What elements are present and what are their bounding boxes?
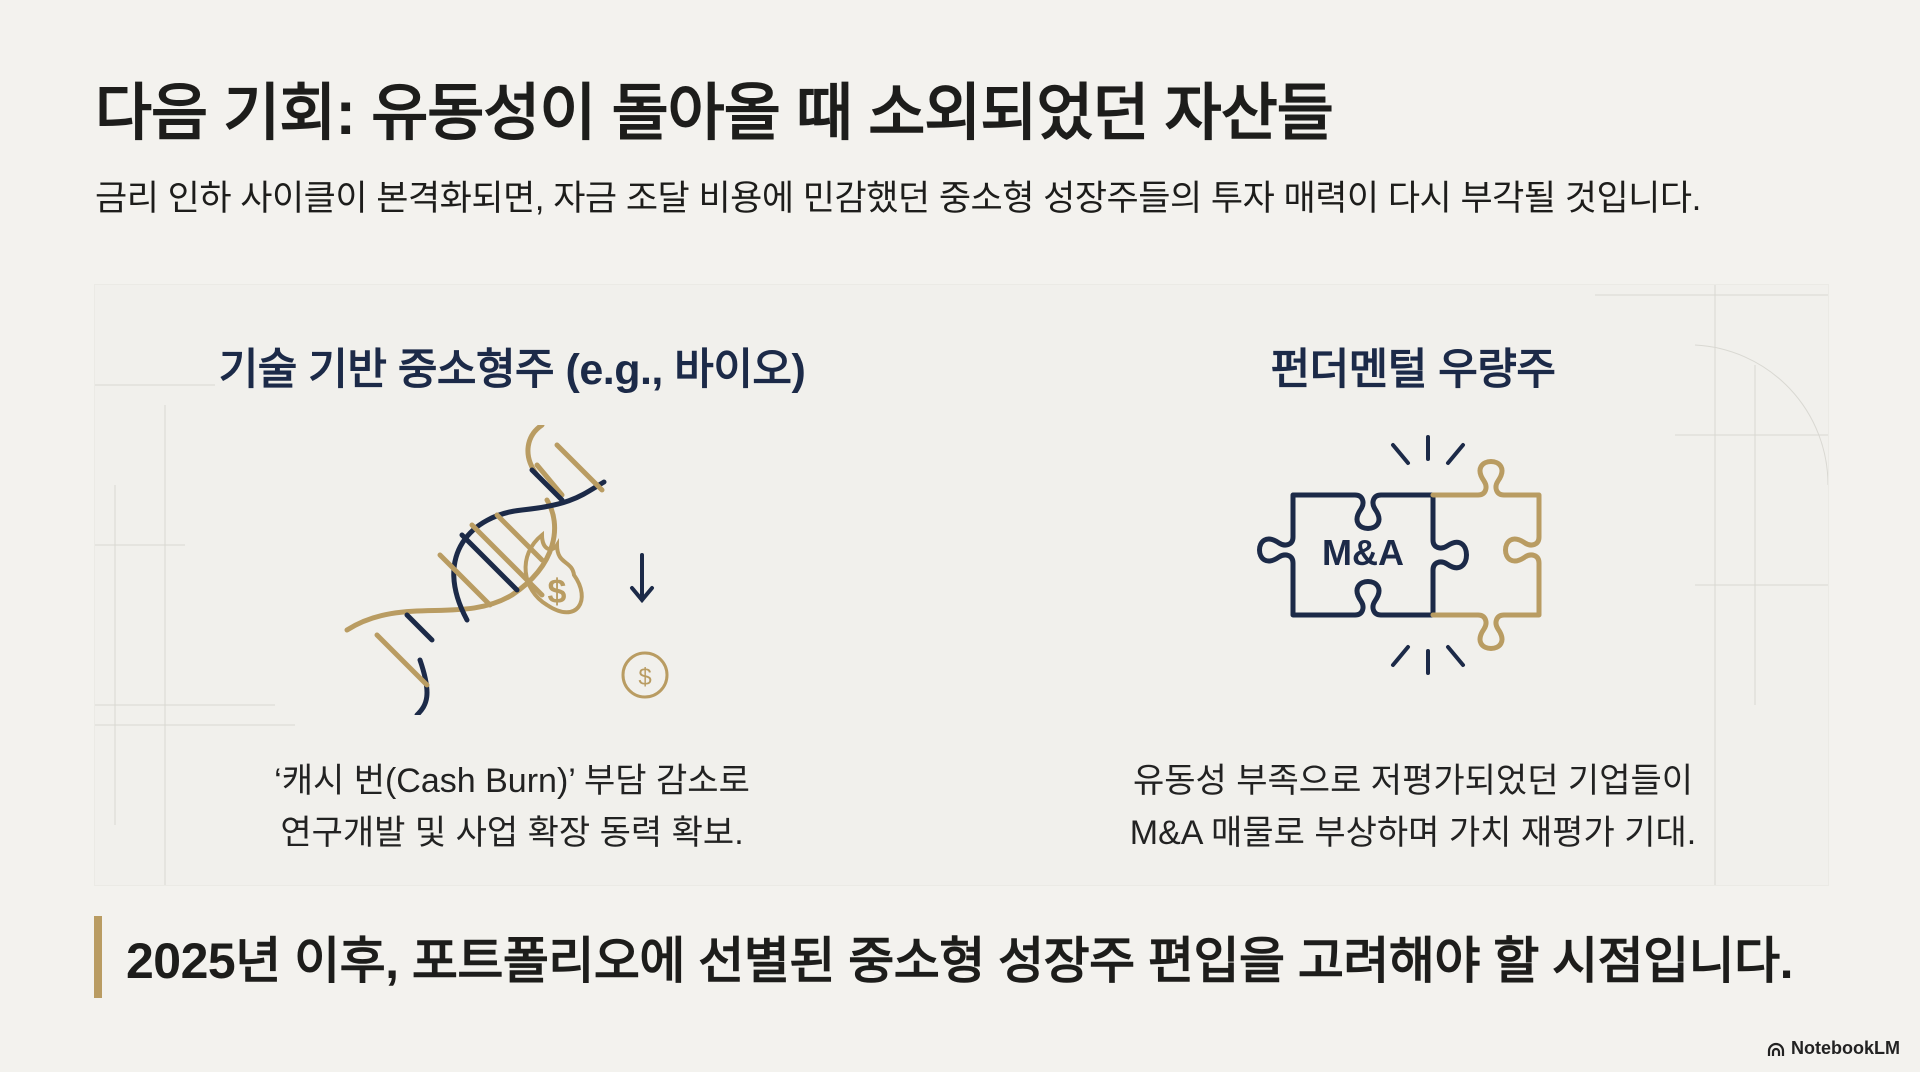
puzzle-label: M&A <box>1322 532 1404 573</box>
caption-line: M&A 매물로 부상하며 가치 재평가 기대. <box>1129 814 1697 852</box>
content-panel: 기술 기반 중소형주 (e.g., 바이오) $ $ ‘캐시 번(Cash Bu… <box>94 284 1829 886</box>
column-heading: 기술 기반 중소형주 (e.g., 바이오) <box>218 346 806 394</box>
puzzle-merger-icon: M&A <box>1257 435 1542 675</box>
conclusion-callout: 2025년 이후, 포트폴리오에 선별된 중소형 성장주 편입을 고려해야 할 … <box>94 916 1794 998</box>
notebooklm-watermark: NotebookLM <box>1767 1038 1900 1059</box>
column-caption: 유동성 부족으로 저평가되었던 기업들이 M&A 매물로 부상하며 가치 재평가… <box>1033 755 1793 859</box>
dna-cash-burn-icon: $ $ <box>344 425 669 715</box>
svg-text:$: $ <box>548 573 567 611</box>
page-title: 다음 기회: 유동성이 돌아올 때 소외되었던 자산들 <box>95 79 1334 148</box>
svg-text:$: $ <box>638 664 651 691</box>
notebooklm-logo-icon <box>1767 1042 1785 1056</box>
caption-line: 연구개발 및 사업 확장 동력 확보. <box>280 814 744 852</box>
caption-line: 유동성 부족으로 저평가되었던 기업들이 <box>1132 762 1694 800</box>
background-sketch-lines <box>95 285 1828 885</box>
page-subtitle: 금리 인하 사이클이 본격화되면, 자금 조달 비용에 민감했던 중소형 성장주… <box>95 179 1701 218</box>
column-heading: 펀더멘털 우량주 <box>1270 346 1556 394</box>
caption-line: ‘캐시 번(Cash Burn)’ 부담 감소로 <box>274 762 750 800</box>
column-caption: ‘캐시 번(Cash Burn)’ 부담 감소로 연구개발 및 사업 확장 동력… <box>132 755 892 859</box>
brand-name: NotebookLM <box>1791 1038 1900 1058</box>
